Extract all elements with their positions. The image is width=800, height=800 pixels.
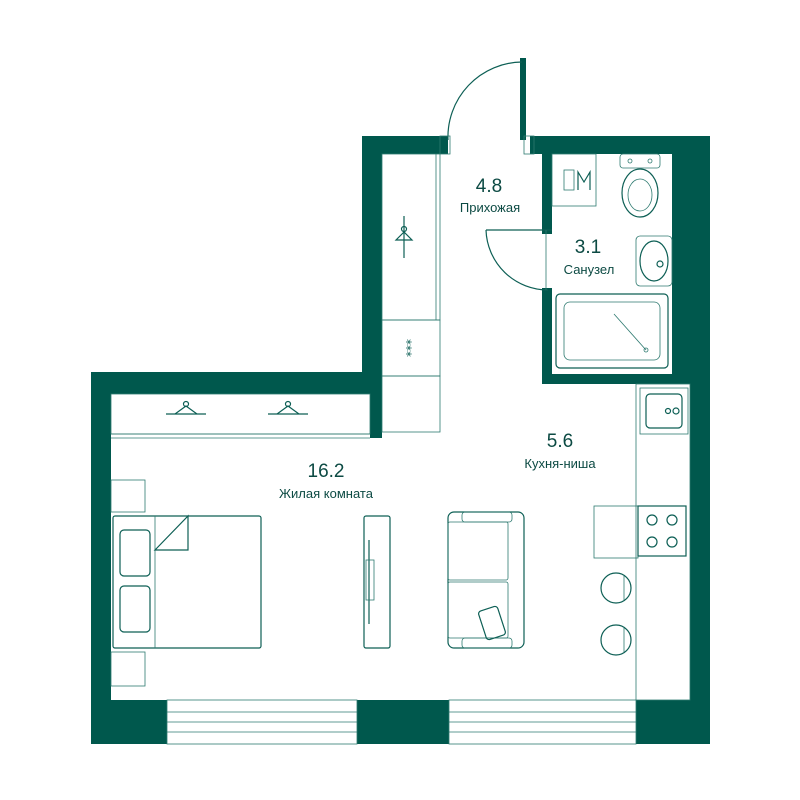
- sink-icon: [639, 387, 689, 435]
- window-left: [166, 699, 358, 745]
- stove-icon: [593, 505, 687, 559]
- wall-stub: [370, 380, 382, 438]
- hallway-name: Прихожая: [460, 200, 520, 215]
- stool-icon: [600, 624, 632, 656]
- wall-living-top: [91, 372, 382, 394]
- kitchen-name: Кухня-ниша: [524, 456, 596, 471]
- kitchen-counter: [635, 383, 691, 701]
- washing-machine-icon: [551, 153, 597, 207]
- tv-stand: [363, 515, 391, 649]
- bathroom-fixtures: [551, 153, 673, 369]
- living-area: 16.2: [308, 461, 345, 482]
- hallway-area: 4.8: [476, 176, 502, 197]
- freezer-mark: ***: [404, 339, 418, 357]
- bathroom-name: Санузел: [564, 262, 615, 277]
- walls: [91, 136, 710, 744]
- wall-bath-left-lower: [542, 288, 552, 384]
- hanger-icon: [394, 216, 414, 258]
- pillow: [119, 585, 151, 633]
- wall-bath-right: [672, 146, 690, 384]
- wall-hall-top: [362, 136, 448, 154]
- stool-icon: [600, 572, 632, 604]
- wall-left: [91, 372, 111, 744]
- hallway-wardrobe: ***: [381, 153, 441, 433]
- windows: [166, 699, 637, 745]
- wall-bath-bottom: [542, 374, 690, 384]
- kitchen: [593, 383, 691, 701]
- hanger-icon: [166, 400, 206, 415]
- pillow: [119, 529, 151, 577]
- room-labels: 4.8 Прихожая 3.1 Санузел 5.6 Кухня-ниша …: [279, 176, 614, 501]
- toilet-icon: [619, 153, 661, 218]
- hall-cabinet: [381, 375, 441, 433]
- hanger-icon: [268, 400, 308, 415]
- wall-right: [690, 136, 710, 744]
- bathroom-door: [485, 229, 552, 291]
- wall-bottom-left: [91, 700, 167, 744]
- wall-hall-left: [362, 136, 382, 380]
- bed-icon: [110, 479, 262, 687]
- nightstand: [110, 651, 146, 687]
- wall-bath-left-upper: [542, 146, 552, 234]
- kitchen-area: 5.6: [547, 431, 573, 452]
- window-right: [448, 699, 637, 745]
- entrance-door: [439, 58, 535, 155]
- wall-top-right: [530, 136, 710, 154]
- nightstand: [110, 479, 146, 513]
- wall-bottom-right: [636, 700, 710, 744]
- bathtub-icon: [555, 293, 669, 369]
- bathroom-area: 3.1: [575, 237, 601, 258]
- wall-bottom-mid: [357, 700, 449, 744]
- sink-icon: [635, 235, 673, 287]
- living-wardrobe: [110, 393, 371, 439]
- sofa-icon: [447, 511, 525, 649]
- living-name: Жилая комната: [279, 486, 374, 501]
